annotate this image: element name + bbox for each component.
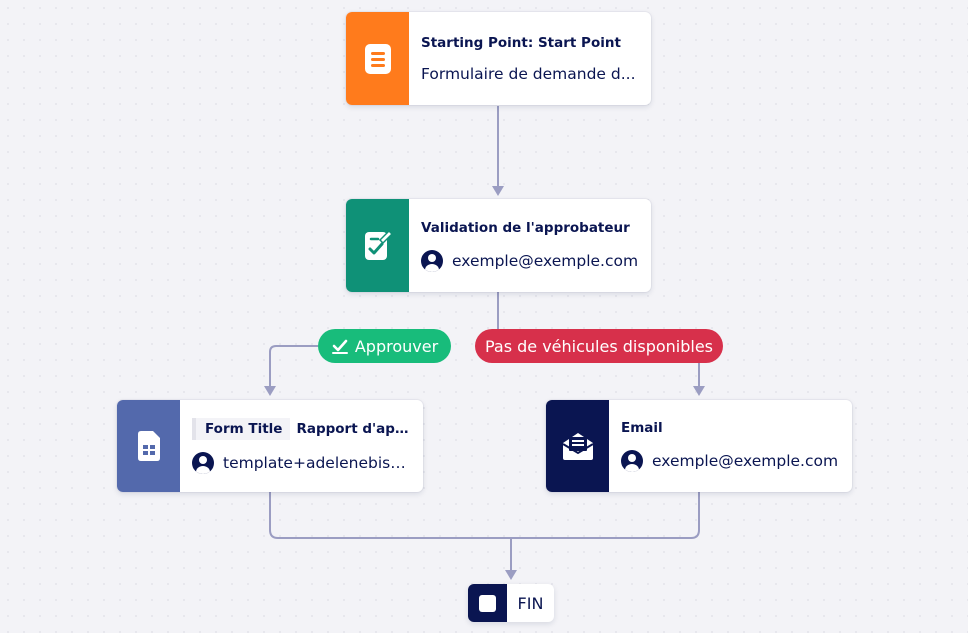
approval-icon-box bbox=[346, 199, 409, 292]
form-title-tag: Form Title bbox=[192, 418, 291, 440]
email-icon-box bbox=[546, 400, 609, 492]
email-body: Email exemple@exemple.com bbox=[609, 400, 852, 492]
branch-reject-label: Pas de véhicules disponibles bbox=[484, 336, 714, 356]
end-node[interactable]: FIN bbox=[468, 584, 554, 622]
form-title: Rapport d'app... bbox=[296, 421, 411, 437]
start-title: Starting Point: Start Point bbox=[421, 34, 621, 51]
avatar-icon bbox=[421, 249, 443, 272]
arrow-form bbox=[264, 386, 276, 396]
form-node[interactable]: Form Title Rapport d'app... template+ade… bbox=[117, 400, 423, 492]
email-node[interactable]: Email exemple@exemple.com bbox=[546, 400, 852, 492]
approval-node[interactable]: Validation de l'approbateur exemple@exem… bbox=[346, 199, 651, 292]
approval-assignee-text: exemple@exemple.com bbox=[452, 251, 639, 270]
table-form-icon bbox=[137, 431, 160, 461]
email-icon bbox=[561, 433, 594, 460]
email-title: Email bbox=[621, 420, 663, 436]
avatar-icon bbox=[621, 450, 643, 472]
start-node[interactable]: Starting Point: Start Point Formulaire d… bbox=[346, 12, 651, 105]
stop-icon bbox=[479, 594, 496, 612]
branch-approve-pill[interactable]: Approuver bbox=[318, 329, 451, 363]
arrow-end bbox=[505, 570, 517, 580]
form-title-row: Form Title Rapport d'app... bbox=[192, 418, 411, 440]
approve-icon bbox=[331, 339, 348, 354]
approval-title: Validation de l'approbateur bbox=[421, 219, 630, 236]
branch-approve-label: Approuver bbox=[354, 336, 439, 356]
connector-merge bbox=[269, 492, 700, 539]
approval-assignee: exemple@exemple.com bbox=[421, 249, 639, 272]
arrow-approval bbox=[492, 186, 504, 196]
end-label: FIN bbox=[517, 593, 544, 613]
approval-icon bbox=[364, 229, 393, 260]
form-icon-box bbox=[117, 400, 180, 492]
arrow-email bbox=[693, 386, 705, 396]
start-subtitle-text: Formulaire de demande d... bbox=[421, 64, 636, 83]
start-subtitle: Formulaire de demande d... bbox=[421, 65, 639, 83]
form-icon bbox=[364, 43, 391, 74]
end-icon-box bbox=[468, 584, 507, 622]
email-assignee-text: exemple@exemple.com bbox=[652, 452, 839, 470]
branch-reject-pill[interactable]: Pas de véhicules disponibles bbox=[475, 329, 723, 363]
form-body: Form Title Rapport d'app... template+ade… bbox=[180, 400, 423, 492]
approval-body: Validation de l'approbateur exemple@exem… bbox=[409, 199, 651, 292]
start-body: Starting Point: Start Point Formulaire d… bbox=[409, 12, 651, 105]
form-assignee-text: template+adelenebiss... bbox=[223, 454, 411, 472]
avatar-icon bbox=[192, 452, 214, 474]
email-assignee: exemple@exemple.com bbox=[621, 450, 840, 472]
form-assignee: template+adelenebiss... bbox=[192, 452, 411, 474]
start-icon-box bbox=[346, 12, 409, 105]
connector-branch-left bbox=[269, 345, 318, 388]
